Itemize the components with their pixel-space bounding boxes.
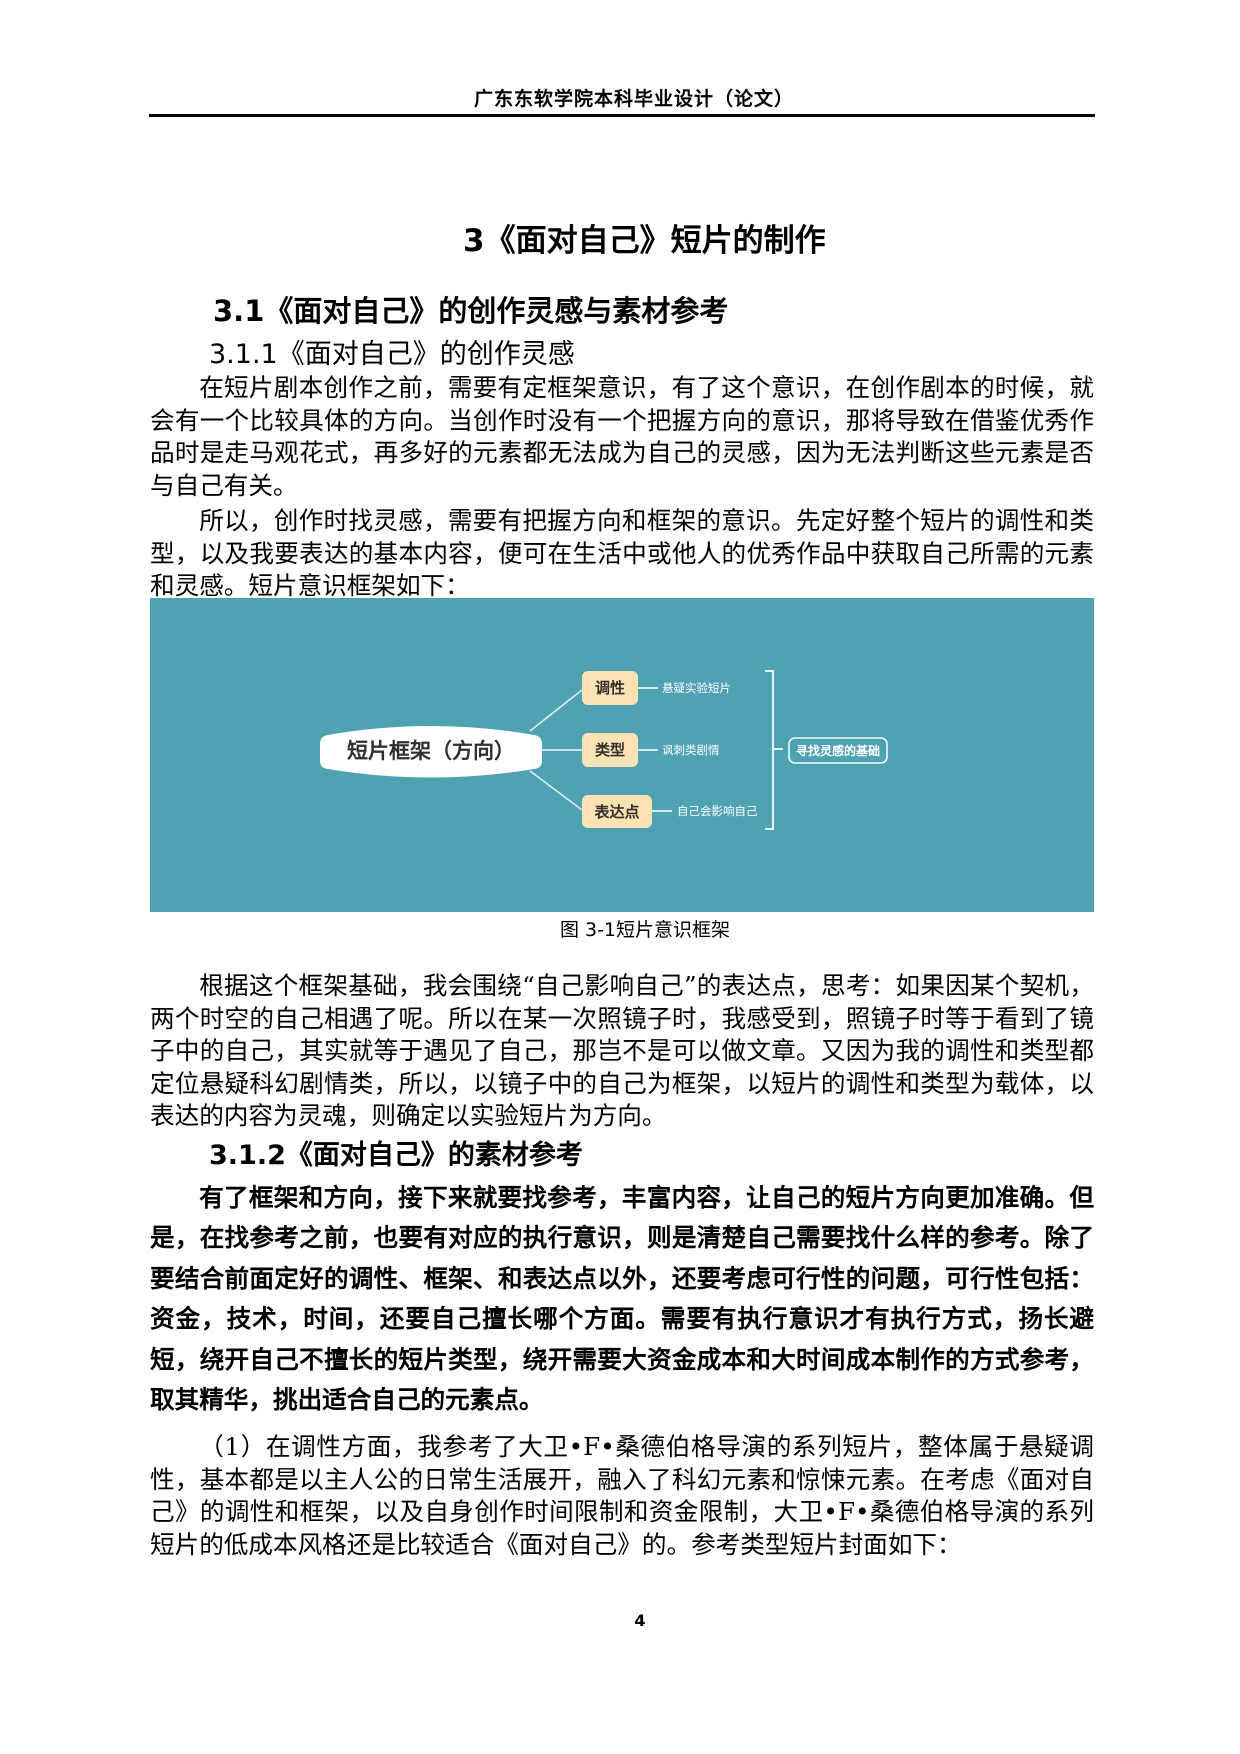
figure-short-film-framework-diagram: 短片框架（方向） 调性 类型 表达点 悬疑实验短片 讽刺类剧情 自己会影响自己 … xyxy=(150,598,1094,912)
leaf-label-tone: 悬疑实验短片 xyxy=(662,681,731,695)
mindmap-diagram: 短片框架（方向） 调性 类型 表达点 悬疑实验短片 讽刺类剧情 自己会影响自己 … xyxy=(150,598,1094,912)
leaf-label-expression: 自己会影响自己 xyxy=(677,804,758,818)
connector-line xyxy=(529,770,583,811)
summary-node-label: 寻找灵感的基础 xyxy=(796,743,880,758)
subsection-heading-3-1-1: 3.1.1《面对自己》的创作灵感 xyxy=(209,339,575,370)
running-header-title: 广东东软学院本科毕业设计（论文） xyxy=(473,88,794,110)
header-divider xyxy=(149,114,1095,117)
body-paragraph: 根据这个框架基础，我会围绕“自己影响自己”的表达点，思考：如果因某个契机，两个时… xyxy=(150,971,1094,1130)
branch-label-genre: 类型 xyxy=(595,741,625,759)
summary-bracket xyxy=(765,670,783,830)
branch-label-expression: 表达点 xyxy=(594,803,639,821)
body-paragraph-bold: 有了框架和方向，接下来就要找参考，丰富内容，让自己的短片方向更加准确。但是，在找… xyxy=(150,1183,1094,1415)
branch-node-expression xyxy=(582,795,652,828)
body-paragraph: 在短片剧本创作之前，需要有定框架意识，有了这个意识，在创作剧本的时候，就会有一个… xyxy=(150,373,1094,500)
center-connectors xyxy=(529,689,583,811)
body-paragraph: 所以，创作时找灵感，需要有把握方向和框架的意识。先定好整个短片的调性和类型，以及… xyxy=(150,506,1094,600)
body-paragraph: （1）在调性方面，我参考了大卫•F•桑德伯格导演的系列短片，整体属于悬疑调性，基… xyxy=(150,1432,1094,1559)
figure-caption: 图 3-1短片意识框架 xyxy=(559,919,731,941)
section-heading-3-1: 3.1《面对自己》的创作灵感与素材参考 xyxy=(213,294,729,328)
chapter-title: 3《面对自己》短片的制作 xyxy=(463,223,826,259)
subsection-heading-3-1-2: 3.1.2《面对自己》的素材参考 xyxy=(209,1140,583,1171)
center-node-label: 短片框架（方向） xyxy=(347,739,515,763)
branch-node-tone xyxy=(582,671,638,705)
branch-label-tone: 调性 xyxy=(595,679,625,697)
branch-node-genre xyxy=(582,733,638,767)
connector-line xyxy=(529,689,583,732)
leaf-connectors xyxy=(638,687,672,812)
summary-node-outline xyxy=(788,737,888,764)
center-node-shape xyxy=(320,726,542,778)
page-number: 4 xyxy=(634,1611,646,1630)
leaf-label-genre: 讽刺类剧情 xyxy=(662,743,720,757)
